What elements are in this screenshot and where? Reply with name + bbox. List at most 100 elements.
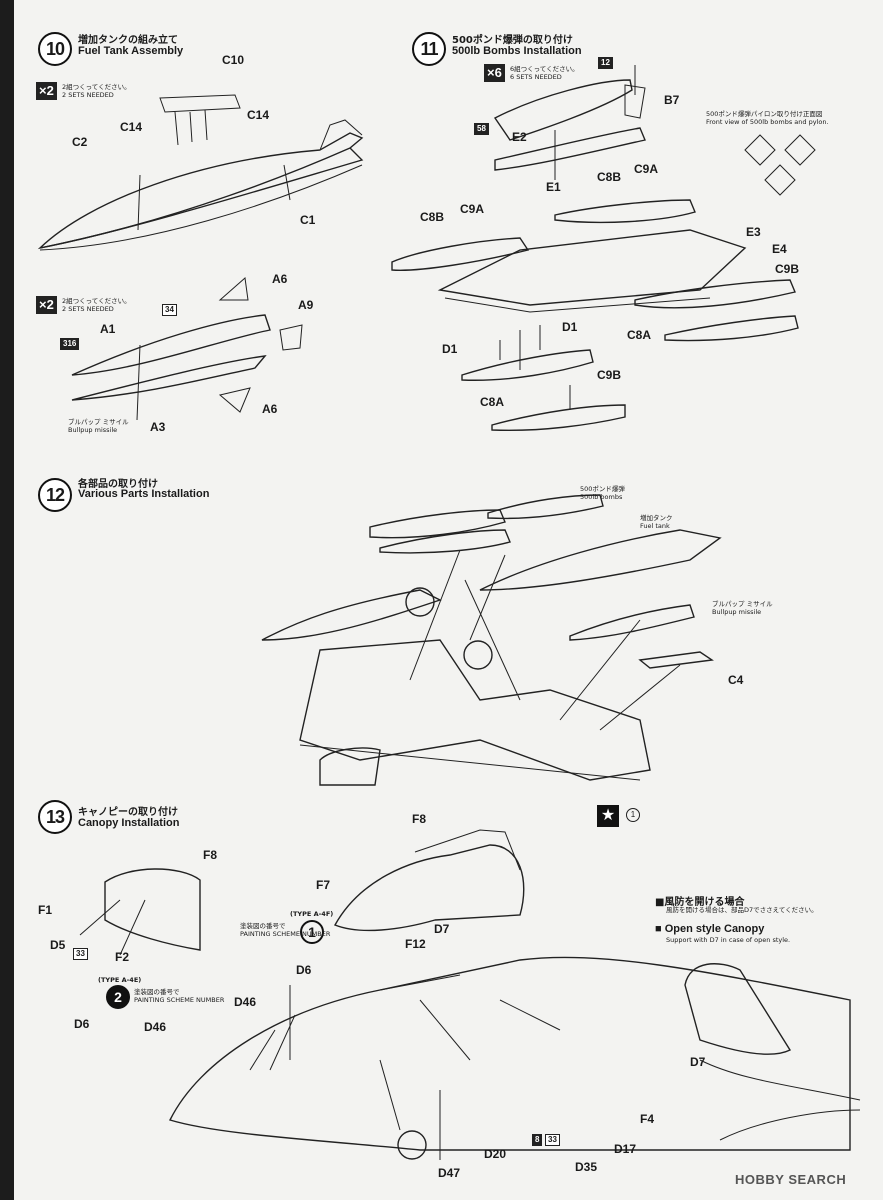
step-13-number: 13 (38, 800, 72, 834)
step-10-title-jp: 増加タンクの組み立て (78, 35, 178, 46)
step-11-title-jp: 500ポンド爆弾の取り付け (452, 35, 573, 46)
bomb-pylon-drawing (391, 65, 816, 432)
part-d1-label-center: D1 (562, 320, 578, 334)
open-canopy-en-note: Support with D7 in case of open style. (666, 936, 791, 944)
part-d46-label-a: D46 (234, 995, 257, 1009)
type-a4e-label: (TYPE A-4E) (98, 976, 142, 984)
canopy-drawing (79, 829, 861, 1160)
scan-binding-edge (0, 0, 14, 1200)
aircraft-underside-drawing (261, 494, 722, 786)
bullpup-missile-drawing (71, 277, 303, 421)
part-a9-label: A9 (298, 298, 314, 312)
paint-ref-33-a: 33 (73, 948, 88, 960)
step-11-title-en: 500lb Bombs Installation (452, 45, 582, 57)
part-a6-label-b: A6 (262, 402, 278, 416)
part-c8b-label-left: C8B (420, 210, 445, 224)
front-view-en-note: Front view of 500lb bombs and pylon. (706, 118, 829, 126)
tank-en-note: Fuel tank (640, 522, 670, 530)
part-a1-label: A1 (100, 322, 116, 336)
tank-jp-note: 増加タンク (640, 514, 673, 522)
step-13-title-en: Canopy Installation (78, 817, 180, 829)
part-c8b-label-top: C8B (597, 170, 622, 184)
painting-scheme-2-badge: 2 (106, 985, 130, 1009)
part-c9b-label-right: C9B (775, 262, 800, 276)
part-c8a-label-low: C8A (480, 395, 505, 409)
part-f1-label: F1 (38, 903, 53, 917)
part-d20-label: D20 (484, 1147, 507, 1161)
type-a4e-en: PAINTING SCHEME NUMBER (134, 996, 225, 1004)
hobby-search-watermark: HOBBY SEARCH (735, 1172, 847, 1187)
part-f12-label: F12 (405, 937, 426, 951)
part-e2-label: E2 (512, 130, 527, 144)
bullpup-jp-note: ブルパップ ミサイル (68, 418, 129, 426)
part-e1-label: E1 (546, 180, 561, 194)
open-canopy-en-title: ■ Open style Canopy (655, 923, 765, 935)
paint-ref-33-b: 33 (545, 1134, 560, 1146)
part-c10-label: C10 (222, 53, 245, 67)
step-12-number: 12 (38, 478, 72, 512)
part-c9a-label-left: C9A (460, 202, 485, 216)
part-c14-label-a: C14 (120, 120, 143, 134)
painting-scheme-1-badge: 1 (300, 920, 324, 944)
part-d17-label: D17 (614, 1142, 637, 1156)
x2a-jp-note: 2組つくってください。 (62, 83, 131, 91)
open-canopy-jp-note: 風防を開ける場合は、部品D7でささえてください。 (666, 906, 818, 914)
bombs-jp-note: 500ポンド爆弾 (580, 485, 625, 493)
x2a-en-note: 2 SETS NEEDED (62, 91, 114, 99)
bullpup-en-note: Bullpup missile (68, 426, 118, 434)
part-e4-label: E4 (772, 242, 787, 256)
x2b-jp-note: 2組つくってください。 (62, 297, 131, 305)
paint-ref-316: 316 (60, 338, 80, 350)
part-b7-label: B7 (664, 93, 680, 107)
step-13-title-jp: キャノピーの取り付け (78, 807, 178, 818)
part-f8-label-left: F8 (203, 848, 218, 862)
x6-jp-note: 6組つくってください。 (510, 65, 579, 73)
part-d47-label: D47 (438, 1166, 461, 1180)
type-a4f-label: (TYPE A-4F) (290, 910, 334, 918)
part-c14-label-b: C14 (247, 108, 270, 122)
front-view-jp-note: 500ポンド爆弾パイロン取り付け正面図 (706, 110, 823, 118)
x2-multiplier-b: ×2 (36, 296, 57, 314)
part-d7-label-main: D7 (434, 922, 450, 936)
paint-ref-58: 58 (474, 123, 489, 135)
step-12-title-jp: 各部品の取り付け (78, 479, 158, 490)
open-canopy-jp-title: ■風防を開ける場合 (655, 897, 745, 908)
part-c8a-label-right: C8A (627, 328, 652, 342)
part-d6-label-a: D6 (296, 963, 312, 977)
part-c4-label: C4 (728, 673, 744, 687)
star-decal-icon: ★ (597, 805, 619, 827)
type-a4f-en: PAINTING SCHEME NUMBER (240, 930, 331, 938)
bullpup2-jp-note: ブルパップ ミサイル (712, 600, 773, 608)
x6-en-note: 6 SETS NEEDED (510, 73, 562, 81)
part-f8-label-main: F8 (412, 812, 427, 826)
bullpup2-en-note: Bullpup missile (712, 608, 762, 616)
part-c2-label: C2 (72, 135, 88, 149)
step-12-title-en: Various Parts Installation (78, 488, 210, 500)
step-10-title-en: Fuel Tank Assembly (78, 45, 184, 57)
step-10-number: 10 (38, 32, 72, 66)
paint-ref-34: 34 (162, 304, 177, 316)
decal-number-badge: 1 (626, 808, 640, 822)
step-11-number: 11 (412, 32, 446, 66)
part-a6-label-a: A6 (272, 272, 288, 286)
paint-ref-12: 12 (598, 57, 613, 69)
paint-ref-8: 8 (532, 1134, 543, 1146)
x6-multiplier: ×6 (484, 64, 505, 82)
type-a4e-jp: 塗装図の番号で (134, 988, 180, 996)
x2b-en-note: 2 SETS NEEDED (62, 305, 114, 313)
part-d6-label-b: D6 (74, 1017, 90, 1031)
part-d35-label: D35 (575, 1160, 598, 1174)
part-d46-label-b: D46 (144, 1020, 167, 1034)
part-c9b-label-low: C9B (597, 368, 622, 382)
fuel-tank-drawing (37, 94, 364, 251)
part-a3-label: A3 (150, 420, 166, 434)
part-e3-label: E3 (746, 225, 761, 239)
part-d7-label-inset: D7 (690, 1055, 706, 1069)
part-f7-label: F7 (316, 878, 331, 892)
part-f2-label: F2 (115, 950, 130, 964)
part-d5-label: D5 (50, 938, 66, 952)
part-f4-label: F4 (640, 1112, 655, 1126)
bombs-en-note: 500lb bombs (580, 493, 623, 501)
part-c1-label: C1 (300, 213, 316, 227)
